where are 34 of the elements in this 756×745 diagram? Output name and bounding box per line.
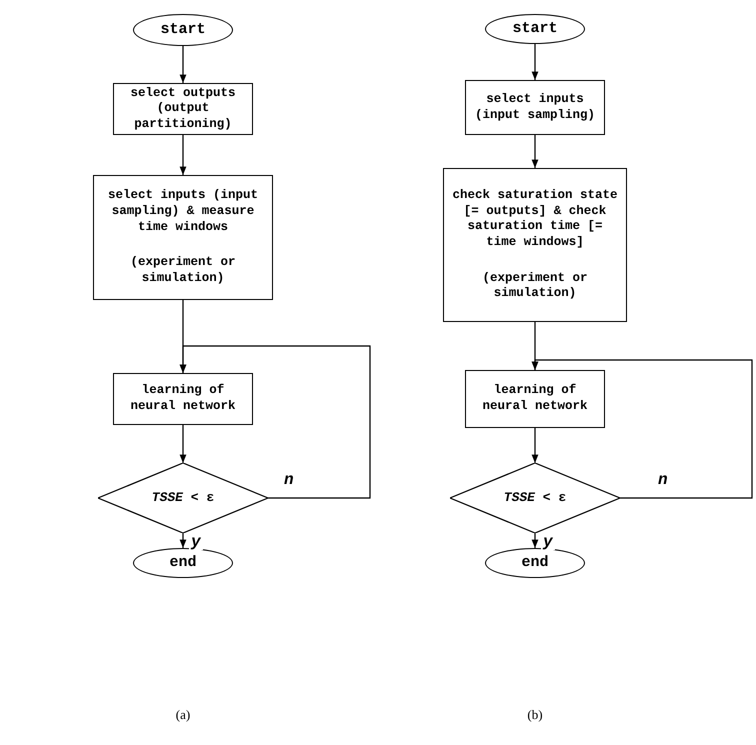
process-box	[93, 175, 273, 300]
node-text: end	[169, 554, 196, 572]
arrow	[180, 345, 371, 499]
arrow	[180, 46, 186, 83]
node-text: learning of neural network	[481, 383, 589, 415]
arrow	[532, 44, 538, 80]
node-text: select inputs (input sampling)	[474, 92, 596, 124]
decision-diamond	[98, 463, 268, 533]
process-box	[465, 80, 605, 135]
node-text: (experiment or simulation)	[129, 255, 237, 287]
decision-diamond	[450, 463, 620, 533]
node-text: (experiment or simulation)	[481, 270, 589, 302]
node-text: check saturation state [= outputs] & check saturation time [= time windows]	[452, 188, 618, 251]
node-text: learning of neural network	[129, 383, 237, 415]
arrow	[532, 135, 538, 168]
node-text: select outputs (output partitioning)	[129, 86, 237, 132]
condition-text: TSSE < ε	[152, 489, 214, 508]
process-box	[113, 83, 253, 135]
condition-text: TSSE < ε	[504, 489, 566, 508]
arrow	[532, 533, 538, 548]
subfigure-label: (a)	[176, 706, 190, 724]
node-text: start	[512, 20, 558, 38]
arrow	[180, 533, 186, 548]
process-box	[443, 168, 627, 322]
arrow	[180, 135, 186, 175]
process-box	[113, 373, 253, 425]
process-box	[465, 370, 605, 428]
node-text: select inputs (input sampling) & measure time windows	[106, 188, 260, 236]
node-text: end	[521, 554, 548, 572]
arrow	[180, 425, 186, 463]
arrow	[532, 428, 538, 463]
subfigure-label: (b)	[527, 706, 543, 724]
arrow	[532, 359, 753, 499]
node-text: start	[160, 20, 206, 40]
